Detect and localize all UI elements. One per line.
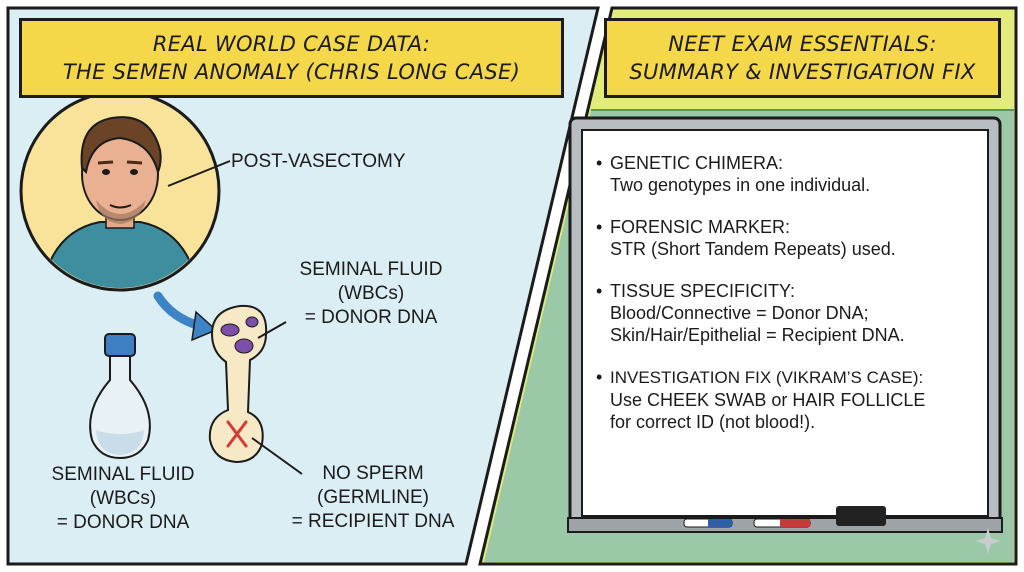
label-text: NO SPERM [322, 463, 424, 484]
bullet-icon: • [596, 281, 603, 301]
item-heading: • TISSUE SPECIFICITY: [596, 280, 976, 302]
label-text: SEMINAL FLUID [51, 464, 195, 485]
body-line: Use CHEEK SWAB or HAIR FOLLICLE [610, 390, 926, 410]
heading-text: GENETIC CHIMERA: [610, 153, 784, 173]
label-text: = RECIPIENT DNA [291, 511, 455, 532]
body-line: Two genotypes in one individual. [610, 175, 871, 195]
body-line: Blood/Connective = Donor DNA; [610, 303, 869, 323]
label-text: (WBCs) [89, 488, 157, 509]
label-text: SEMINAL FLUID [299, 259, 443, 280]
item-body: Blood/Connective = Donor DNA; Skin/Hair/… [596, 302, 976, 346]
label-seminal-fluid-right: SEMINAL FLUID (WBCs) = DONOR DNA [276, 258, 466, 330]
label-text: = DONOR DNA [56, 512, 190, 533]
heading-text: INVESTIGATION FIX (VIKRAM’S CASE): [610, 368, 924, 387]
label-post-vasectomy: POST-VASECTOMY [231, 151, 406, 172]
label-text: (WBCs) [337, 283, 405, 304]
bullet-icon: • [596, 153, 603, 173]
list-item: • GENETIC CHIMERA: Two genotypes in one i… [596, 152, 976, 196]
right-title-line-1: NEET EXAM ESSENTIALS: [668, 32, 937, 56]
body-line: Skin/Hair/Epithelial = Recipient DNA. [610, 325, 905, 345]
bullet-icon: • [596, 217, 603, 237]
sparkle-icon [976, 528, 1000, 554]
seminal-cell-icon [208, 304, 268, 464]
summary-list: • GENETIC CHIMERA: Two genotypes in one i… [596, 134, 976, 502]
label-seminal-fluid-left: SEMINAL FLUID (WBCs) = DONOR DNA [28, 463, 218, 535]
list-item: • FORENSIC MARKER: STR (Short Tandem Repe… [596, 216, 976, 260]
left-panel-title: REAL WORLD CASE DATA: THE SEMEN ANOMALY … [19, 18, 564, 98]
right-panel-title: NEET EXAM ESSENTIALS: SUMMARY & INVESTIG… [604, 18, 1001, 98]
item-body: STR (Short Tandem Repeats) used. [596, 238, 976, 260]
left-title-line-2: THE SEMEN ANOMALY (CHRIS LONG CASE) [62, 60, 521, 84]
item-body: Use CHEEK SWAB or HAIR FOLLICLE for corr… [596, 389, 976, 433]
label-no-sperm: NO SPERM (GERMLINE) = RECIPIENT DNA [278, 462, 468, 534]
item-heading: • GENETIC CHIMERA: [596, 152, 976, 174]
body-line: STR (Short Tandem Repeats) used. [610, 239, 896, 259]
item-heading: • FORENSIC MARKER: [596, 216, 976, 238]
list-item: • TISSUE SPECIFICITY: Blood/Connective = … [596, 280, 976, 346]
right-title-line-2: SUMMARY & INVESTIGATION FIX [629, 60, 976, 84]
whiteboard-content: • GENETIC CHIMERA: Two genotypes in one i… [576, 118, 994, 524]
list-item: • INVESTIGATION FIX (VIKRAM’S CASE): Use … [596, 366, 976, 433]
body-line: for correct ID (not blood!). [610, 412, 816, 432]
heading-text: FORENSIC MARKER: [610, 217, 791, 237]
arrow-icon [153, 291, 218, 342]
item-heading: • INVESTIGATION FIX (VIKRAM’S CASE): [596, 366, 976, 389]
left-title-line-1: REAL WORLD CASE DATA: [152, 32, 431, 56]
heading-text: TISSUE SPECIFICITY: [610, 281, 796, 301]
whiteboard [567, 116, 1003, 533]
item-body: Two genotypes in one individual. [596, 174, 976, 196]
bullet-icon: • [596, 367, 603, 387]
man-portrait [19, 90, 221, 292]
sample-vial-icon [89, 333, 151, 460]
label-text: (GERMLINE) [317, 487, 429, 508]
label-text: = DONOR DNA [304, 307, 438, 328]
